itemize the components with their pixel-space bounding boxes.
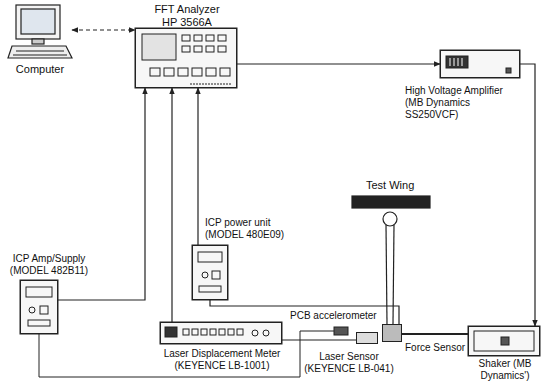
signal-line <box>197 88 198 245</box>
device-label: ICP Amp/Supply (MODEL 482B11) <box>3 253 95 277</box>
laser-meter-box: Laser Displacement Meter (KEYENCE LB-100… <box>160 322 282 344</box>
analyzer-box: FFT Analyzer HP 3566A <box>135 28 237 88</box>
device-label: FFT Analyzer HP 3566A <box>149 3 225 29</box>
shaker-box: Shaker (MB Dynamics') <box>468 326 540 356</box>
device-label: Laser Displacement Meter (KEYENCE LB-100… <box>157 348 287 372</box>
laser-sensor-body <box>356 332 378 344</box>
signal-line <box>72 29 135 30</box>
test-wing <box>352 196 430 324</box>
force-sensor-body <box>382 324 402 342</box>
laser-sensor-box: Laser Sensor (KEYENCE LB-041) <box>356 332 378 344</box>
device-label: Force Sensor <box>405 342 467 354</box>
icp-amp-box: ICP Amp/Supply (MODEL 482B11) <box>20 280 58 334</box>
analyzer-panel <box>135 28 237 88</box>
shaker-body <box>402 326 540 356</box>
icp-power-box: ICP power unit (MODEL 480E09) <box>192 245 228 300</box>
device-label: Computer <box>4 63 76 76</box>
device-label: Shaker (MB Dynamics') <box>466 358 544 382</box>
signal-line <box>520 64 535 326</box>
computer-icon <box>8 5 72 58</box>
amplifier-box: High Voltage Amplifier (MB Dynamics SS25… <box>440 50 520 78</box>
signal-line <box>282 339 356 340</box>
signal-line <box>171 88 172 322</box>
icp-amp-panel <box>20 280 58 334</box>
accelerometer <box>39 327 348 377</box>
device-label: Laser Sensor (KEYENCE LB-041) <box>304 351 394 375</box>
device-label: ICP power unit (MODEL 480E09) <box>205 217 295 241</box>
part-label: Test Wing <box>366 179 414 191</box>
force-sensor-box: Force Sensor <box>382 324 402 342</box>
computer: Computer <box>8 4 72 62</box>
signal-line <box>210 300 399 324</box>
signal-line <box>237 63 440 64</box>
device-label: High Voltage Amplifier (MB Dynamics SS25… <box>405 85 517 121</box>
icp-power-panel <box>192 245 228 300</box>
part-label: PCB accelerometer <box>290 310 377 322</box>
amplifier-panel <box>440 50 520 78</box>
laser-meter-panel <box>160 322 282 344</box>
